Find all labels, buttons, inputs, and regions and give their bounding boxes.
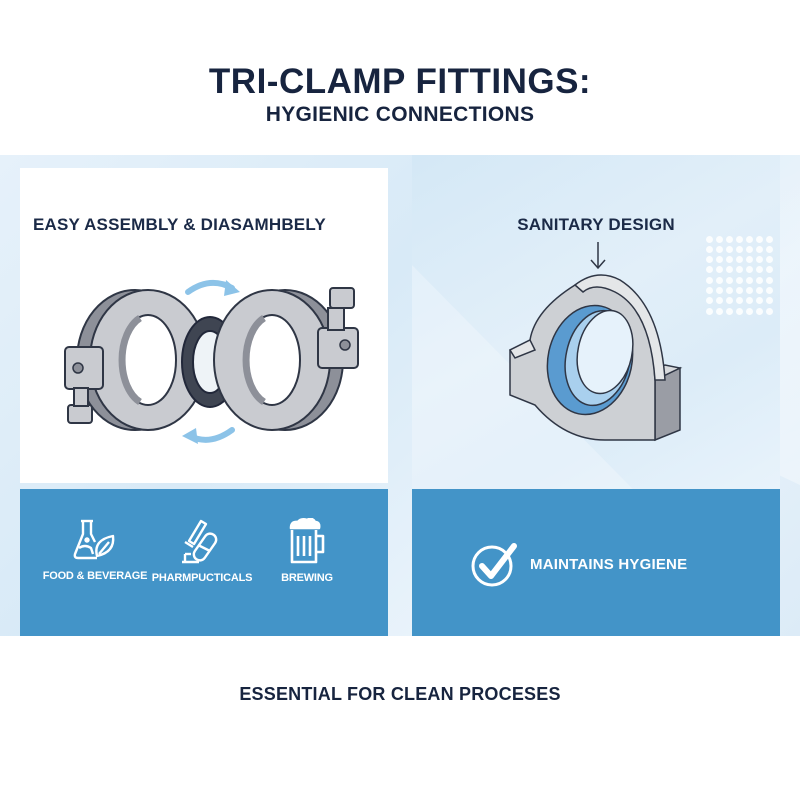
industry-label: PHARMPUCTICALS bbox=[151, 572, 253, 584]
industry-brewing: BREWING bbox=[252, 518, 362, 584]
beer-mug-icon bbox=[289, 518, 325, 564]
flask-leaf-icon bbox=[73, 519, 115, 560]
industries-bar bbox=[20, 489, 388, 636]
clamp-gasket-illustration-icon bbox=[64, 279, 359, 444]
check-circle-icon bbox=[471, 543, 517, 587]
dot-pattern-decoration bbox=[704, 234, 778, 316]
benefit-maintains-hygiene: MAINTAINS HYGIENE bbox=[470, 540, 687, 588]
microscope-pill-icon bbox=[182, 519, 218, 564]
sanitary-heading: SANITARY DESIGN bbox=[517, 215, 675, 234]
ferrule-illustration-icon bbox=[508, 242, 683, 442]
page-subtitle: HYGIENIC CONNECTIONS bbox=[265, 103, 535, 126]
industry-label: BREWING bbox=[281, 572, 333, 584]
industry-pharmaceuticals: PHARMPUCTICALS bbox=[147, 518, 257, 584]
industry-food-beverage: FOOD & BEVERAGE bbox=[40, 518, 150, 582]
benefit-label: MAINTAINS HYGIENE bbox=[530, 555, 688, 573]
assembly-heading: EASY ASSEMBLY & DIASAMHBELY bbox=[33, 215, 326, 234]
footer-tagline: ESSENTIAL FOR CLEAN PROCESES bbox=[239, 684, 561, 704]
industry-label: FOOD & BEVERAGE bbox=[42, 570, 148, 582]
page-title: TRI-CLAMP FITTINGS: bbox=[208, 62, 592, 101]
